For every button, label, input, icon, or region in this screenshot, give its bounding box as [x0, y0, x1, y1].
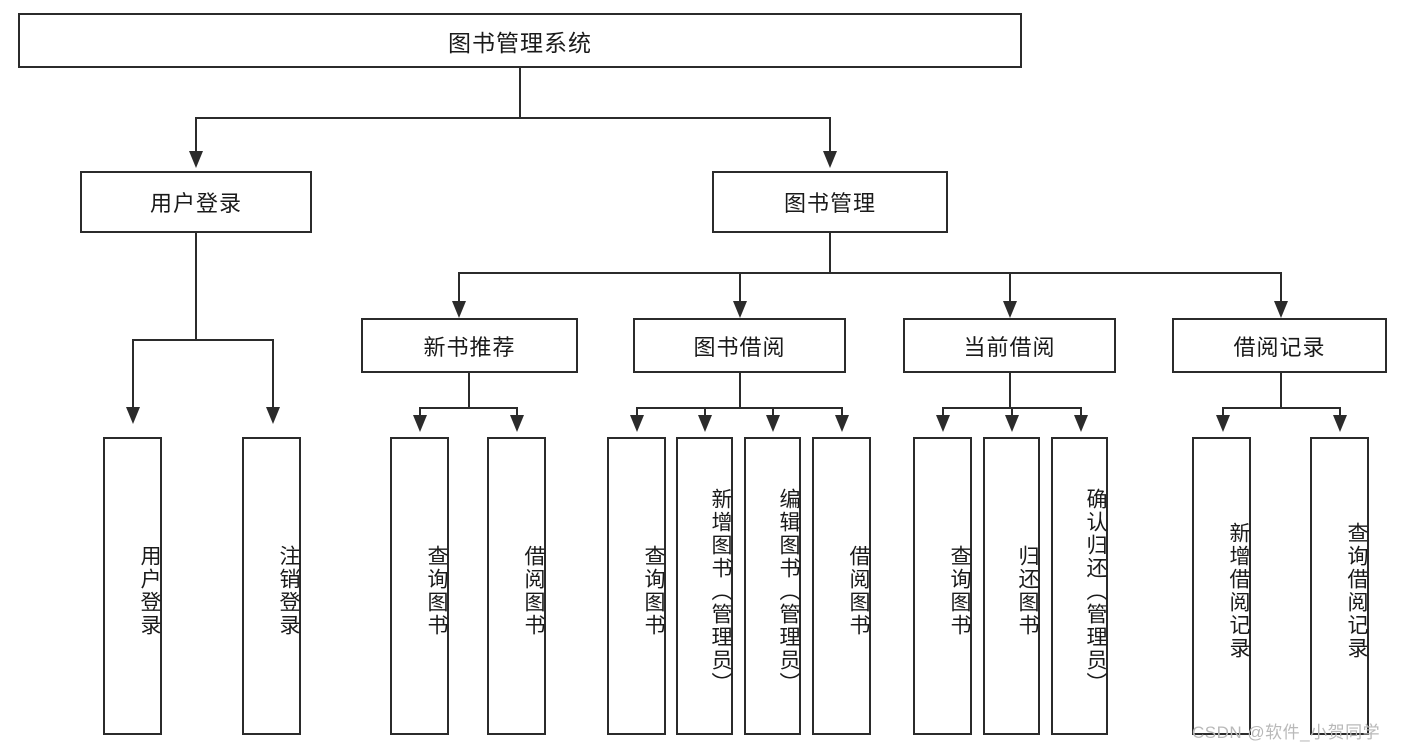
connector-new-book-stem — [468, 373, 470, 409]
leaf-book-borrow-1[interactable]: 查询图书 — [607, 437, 666, 735]
connector-current-borrow-leaf-1 — [942, 407, 944, 419]
connector-borrow-record-leaf-2 — [1339, 407, 1341, 419]
node-root[interactable]: 图书管理系统 — [18, 13, 1022, 68]
connector-borrow-record-stem — [1280, 373, 1282, 409]
node-borrow-record-label: 借阅记录 — [1233, 334, 1326, 360]
connector-book-manage-stem — [829, 233, 831, 274]
leaf-book-borrow-2[interactable]: 新增图书（管理员） — [676, 437, 733, 735]
node-book-manage[interactable]: 图书管理 — [712, 171, 948, 233]
node-book-manage-label: 图书管理 — [783, 191, 876, 216]
connector-borrow-record-bar — [1222, 407, 1340, 409]
node-current-borrow-label: 当前借阅 — [963, 334, 1056, 360]
arrow-current-borrow-leaf-3 — [1074, 415, 1088, 432]
leaf-label: 新增借阅记录 — [1227, 522, 1250, 660]
leaf-borrow-record-1[interactable]: 新增借阅记录 — [1192, 437, 1251, 735]
connector-book-borrow-leaf-4 — [841, 407, 843, 419]
leaf-current-borrow-3[interactable]: 确认归还（管理员） — [1051, 437, 1108, 735]
arrow-book-borrow-leaf-1 — [630, 415, 644, 432]
leaf-book-borrow-4[interactable]: 借阅图书 — [812, 437, 871, 735]
connector-new-book-leaf-1 — [419, 407, 421, 419]
arrow-user-login-leaf-1 — [126, 407, 140, 424]
connector-book-borrow-leaf-1 — [636, 407, 638, 419]
arrow-new-book-leaf-2 — [510, 415, 524, 432]
connector-user-login-leaf-2 — [272, 339, 274, 409]
connector-book-borrow-leaf-3 — [772, 407, 774, 419]
arrow-borrow-record-leaf-1 — [1216, 415, 1230, 432]
arrow-borrow-record-leaf-2 — [1333, 415, 1347, 432]
node-book-borrow-label: 图书借阅 — [693, 334, 786, 360]
connector-current-borrow-leaf-3 — [1080, 407, 1082, 419]
leaf-new-book-2[interactable]: 借阅图书 — [487, 437, 546, 735]
connector-root-to-book-manage — [829, 117, 831, 153]
connector-book-borrow-leaf-2 — [704, 407, 706, 419]
connector-new-book-leaf-2 — [516, 407, 518, 419]
connector-root-to-user-login — [195, 117, 197, 153]
arrow-user-login-leaf-2 — [266, 407, 280, 424]
arrow-root-to-book-manage — [823, 151, 837, 168]
connector-book-borrow-bar — [636, 407, 842, 409]
leaf-label: 借阅图书 — [847, 545, 870, 637]
connector-root-bar — [195, 117, 831, 119]
node-current-borrow[interactable]: 当前借阅 — [903, 318, 1116, 373]
node-user-login-label: 用户登录 — [149, 191, 242, 216]
leaf-new-book-1[interactable]: 查询图书 — [390, 437, 449, 735]
leaf-label: 确认归还（管理员） — [1084, 487, 1107, 695]
leaf-label: 借阅图书 — [522, 545, 545, 637]
leaf-current-borrow-2[interactable]: 归还图书 — [983, 437, 1040, 735]
csdn-watermark: CSDN @软件_小贺同学 — [1192, 723, 1381, 742]
leaf-borrow-record-2[interactable]: 查询借阅记录 — [1310, 437, 1369, 735]
leaf-current-borrow-1[interactable]: 查询图书 — [913, 437, 972, 735]
connector-book-manage-to-new-book — [458, 272, 460, 304]
arrow-current-borrow-leaf-2 — [1005, 415, 1019, 432]
connector-user-login-leaf-1 — [132, 339, 134, 409]
node-user-login[interactable]: 用户登录 — [80, 171, 312, 233]
arrow-book-manage-to-new-book — [452, 301, 466, 318]
node-new-book-recommend-label: 新书推荐 — [423, 334, 516, 360]
arrow-book-borrow-leaf-2 — [698, 415, 712, 432]
leaf-label: 查询图书 — [948, 545, 971, 637]
leaf-label: 新增图书（管理员） — [709, 487, 732, 695]
leaf-label: 用户登录 — [138, 545, 161, 637]
node-root-label: 图书管理系统 — [448, 29, 592, 56]
connector-root-stem — [519, 68, 521, 117]
connector-current-borrow-leaf-2 — [1011, 407, 1013, 419]
arrow-root-to-user-login — [189, 151, 203, 168]
leaf-label: 注销登录 — [277, 545, 300, 637]
arrow-book-borrow-leaf-4 — [835, 415, 849, 432]
leaf-label: 查询图书 — [642, 545, 665, 637]
connector-user-login-stem — [195, 233, 197, 341]
connector-book-manage-to-current — [1009, 272, 1011, 304]
leaf-label: 查询图书 — [425, 545, 448, 637]
leaf-label: 归还图书 — [1016, 545, 1039, 637]
leaf-label: 编辑图书（管理员） — [777, 487, 800, 695]
connector-new-book-bar — [419, 407, 517, 409]
leaf-user-login-1[interactable]: 用户登录 — [103, 437, 162, 735]
arrow-book-manage-to-borrow — [733, 301, 747, 318]
arrow-new-book-leaf-1 — [413, 415, 427, 432]
arrow-book-manage-to-current — [1003, 301, 1017, 318]
connector-book-borrow-stem — [739, 373, 741, 409]
node-new-book-recommend[interactable]: 新书推荐 — [361, 318, 578, 373]
arrow-book-borrow-leaf-3 — [766, 415, 780, 432]
node-book-borrow[interactable]: 图书借阅 — [633, 318, 846, 373]
arrow-current-borrow-leaf-1 — [936, 415, 950, 432]
arrow-book-manage-to-record — [1274, 301, 1288, 318]
connector-current-borrow-stem — [1009, 373, 1011, 409]
node-borrow-record[interactable]: 借阅记录 — [1172, 318, 1387, 373]
leaf-book-borrow-3[interactable]: 编辑图书（管理员） — [744, 437, 801, 735]
connector-book-manage-to-borrow — [739, 272, 741, 304]
leaf-user-login-2[interactable]: 注销登录 — [242, 437, 301, 735]
leaf-label: 查询借阅记录 — [1345, 522, 1368, 660]
connector-borrow-record-leaf-1 — [1222, 407, 1224, 419]
connector-user-login-bar — [132, 339, 274, 341]
connector-book-manage-to-record — [1280, 272, 1282, 304]
connector-book-manage-bar — [458, 272, 1282, 274]
